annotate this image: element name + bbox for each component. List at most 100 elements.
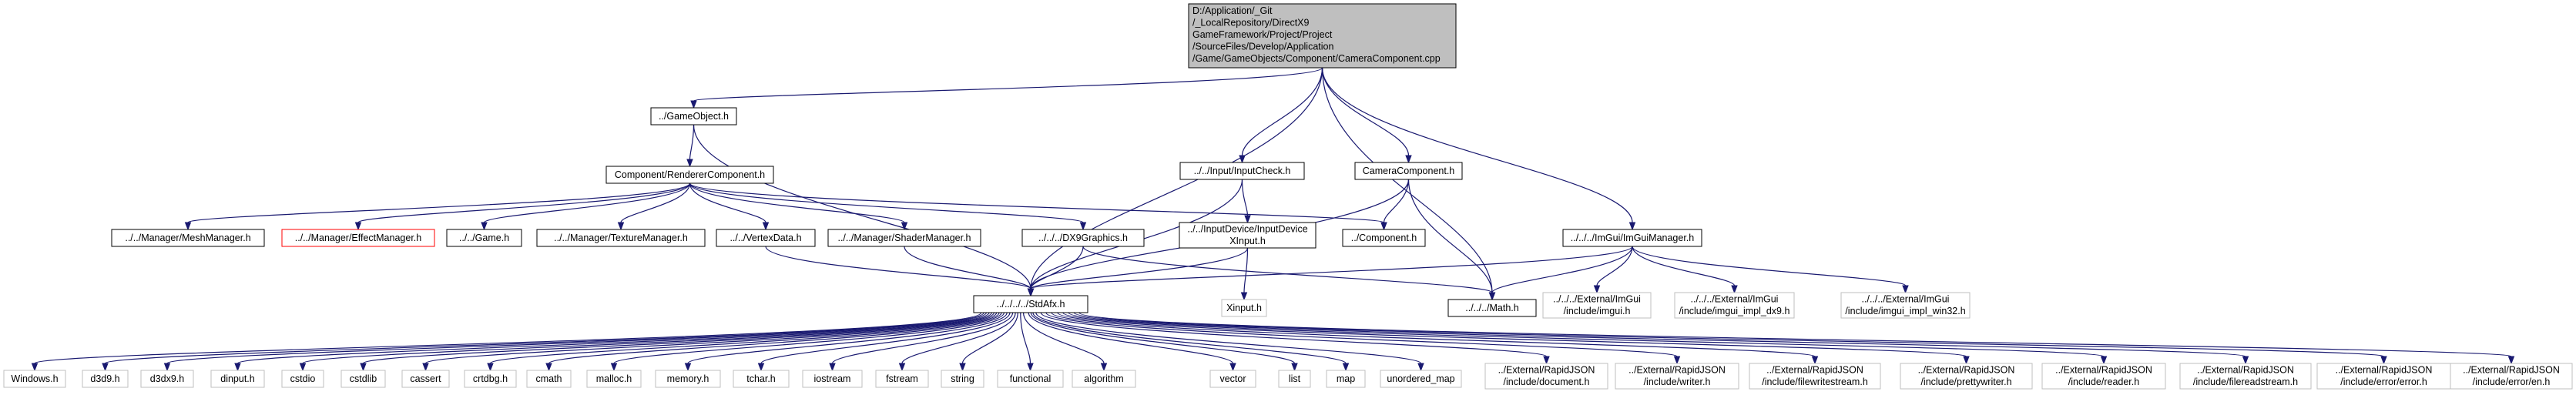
dependency-edge — [1321, 67, 1412, 164]
node-rj-reader[interactable]: ../External/RapidJSON/include/reader.h — [2041, 363, 2166, 390]
dependency-edge — [234, 312, 990, 372]
dependency-edge — [1380, 179, 1410, 231]
node-tchar-h[interactable]: tchar.h — [733, 370, 790, 388]
node-vertexdata[interactable]: ../../VertexData.h — [716, 229, 816, 247]
node-label: crtdbg.h — [473, 373, 508, 384]
node-rj-en[interactable]: ../External/RapidJSON/include/error/en.h — [2450, 363, 2573, 390]
node-rj-writer[interactable]: ../External/RapidJSON/include/writer.h — [1615, 363, 1739, 390]
dependency-edge — [1078, 312, 2515, 365]
dependency-edge — [959, 312, 1018, 372]
node-gameobject[interactable]: ../GameObject.h — [650, 107, 737, 126]
node-label: ../../../External/ImGui — [1553, 294, 1641, 305]
dependency-edge — [1632, 246, 1909, 294]
node-imgui-dx9[interactable]: ../../../External/ImGui/include/imgui_im… — [1674, 292, 1795, 319]
node-label: ../External/RapidJSON — [2055, 365, 2152, 376]
node-label: functional — [1010, 373, 1052, 384]
edge-layer — [31, 67, 2515, 372]
node-list[interactable]: list — [1278, 370, 1311, 388]
node-texturemanager[interactable]: ../../Manager/TextureManager.h — [536, 229, 706, 247]
node-root[interactable]: D:/Application/_Git/_LocalRepository/Dir… — [1188, 3, 1457, 69]
node-label: ../External/RapidJSON — [1918, 365, 2015, 376]
node-iostream[interactable]: iostream — [802, 370, 863, 388]
node-rj-pretty[interactable]: ../External/RapidJSON/include/prettywrit… — [1900, 363, 2033, 390]
dependency-edge — [1073, 312, 2387, 365]
node-label: /Game/GameObjects/Component/CameraCompon… — [1192, 53, 1441, 64]
dependency-edge — [1241, 179, 1251, 224]
node-label: unordered_map — [1387, 373, 1454, 384]
node-cameracomp-h[interactable]: CameraComponent.h — [1354, 162, 1463, 180]
dependency-edge — [684, 312, 1008, 372]
node-label: ../External/RapidJSON — [2197, 365, 2294, 376]
dependency-edge — [1593, 246, 1633, 294]
dependency-edge — [1062, 312, 2108, 365]
node-component-h[interactable]: ../Component.h — [1342, 229, 1426, 247]
dependency-edge — [1240, 247, 1249, 301]
node-cassert[interactable]: cassert — [401, 370, 450, 388]
node-rj-filewrite[interactable]: ../External/RapidJSON/include/filewrites… — [1749, 363, 1881, 390]
node-d3d9-h[interactable]: d3d9.h — [82, 370, 129, 388]
node-rj-error[interactable]: ../External/RapidJSON/include/error/erro… — [2316, 363, 2451, 390]
node-renderercomp[interactable]: Component/RendererComponent.h — [605, 166, 774, 184]
node-label: d3d9.h — [90, 373, 119, 384]
dependency-edge — [422, 312, 998, 372]
node-inputcheck[interactable]: ../../Input/InputCheck.h — [1179, 162, 1305, 180]
node-rj-document[interactable]: ../External/RapidJSON/include/document.h — [1484, 363, 1608, 390]
node-label: ../GameObject.h — [659, 111, 729, 122]
node-string[interactable]: string — [941, 370, 984, 388]
dependency-edge — [689, 182, 908, 231]
node-imguimanager[interactable]: ../../../ImGui/ImGuiManager.h — [1562, 229, 1702, 247]
node-label: /include/filewritestream.h — [1762, 377, 1868, 387]
node-xinput[interactable]: Xinput.h — [1221, 299, 1267, 317]
node-unordered-map[interactable]: unordered_map — [1380, 370, 1462, 388]
node-label: cassert — [410, 373, 441, 384]
node-label: ../External/RapidJSON — [2336, 365, 2433, 376]
node-rj-fileread[interactable]: ../External/RapidJSON/include/filereadst… — [2179, 363, 2312, 390]
node-windows-h[interactable]: Windows.h — [3, 370, 66, 388]
node-vector[interactable]: vector — [1209, 370, 1256, 388]
node-shadermanager[interactable]: ../../Manager/ShaderManager.h — [827, 229, 981, 247]
node-memory-h[interactable]: memory.h — [655, 370, 721, 388]
node-label: /include/prettywriter.h — [1920, 377, 2011, 387]
node-label: CameraComponent.h — [1363, 166, 1455, 176]
node-label: ../Component.h — [1351, 233, 1417, 243]
node-d3dx9-h[interactable]: d3dx9.h — [140, 370, 194, 388]
node-dinput-h[interactable]: dinput.h — [210, 370, 265, 388]
node-fstream[interactable]: fstream — [875, 370, 929, 388]
node-label: /include/error/en.h — [2473, 377, 2551, 387]
node-imgui-h[interactable]: ../../../External/ImGui/include/imgui.h — [1542, 292, 1652, 319]
node-label: list — [1289, 373, 1301, 384]
node-dx9graphics[interactable]: ../../../DX9Graphics.h — [1021, 229, 1145, 247]
node-label: tchar.h — [746, 373, 776, 384]
node-layer: D:/Application/_Git/_LocalRepository/Dir… — [3, 3, 2573, 390]
node-math-h[interactable]: ../../../Math.h — [1447, 299, 1537, 317]
dependency-edge — [1051, 312, 1819, 365]
node-label: ../../../External/ImGui — [1691, 294, 1779, 305]
node-label: XInput.h — [1229, 236, 1266, 246]
node-label: ../../../External/ImGui — [1862, 294, 1950, 305]
dependency-edge — [481, 182, 691, 231]
node-cmath[interactable]: cmath — [526, 370, 572, 388]
dependency-edge — [617, 182, 691, 231]
dependency-edge — [689, 182, 770, 231]
node-label: /include/document.h — [1504, 377, 1590, 387]
node-stdafx[interactable]: ../../../../StdAfx.h — [973, 295, 1088, 313]
node-malloc-h[interactable]: malloc.h — [586, 370, 642, 388]
node-imgui-win32[interactable]: ../../../External/ImGui/include/imgui_im… — [1840, 292, 1971, 319]
node-crtdbg-h[interactable]: crtdbg.h — [464, 370, 517, 388]
node-label: string — [951, 373, 974, 384]
node-functional[interactable]: functional — [997, 370, 1064, 388]
node-label: D:/Application/_Git — [1192, 5, 1273, 16]
node-label: /include/reader.h — [2068, 377, 2139, 387]
node-effectmanager[interactable]: ../../Manager/EffectManager.h — [281, 229, 435, 247]
node-map[interactable]: map — [1326, 370, 1366, 388]
node-cstdlib[interactable]: cstdlib — [340, 370, 386, 388]
dependency-edge — [904, 246, 1035, 297]
node-label: ../../Game.h — [459, 233, 509, 243]
dependency-edge — [1488, 246, 1633, 301]
node-game-h[interactable]: ../../Game.h — [446, 229, 522, 247]
node-cstdio[interactable]: cstdio — [281, 370, 324, 388]
node-meshmanager[interactable]: ../../Manager/MeshManager.h — [111, 229, 265, 247]
node-algorithm[interactable]: algorithm — [1072, 370, 1136, 388]
node-label: memory.h — [667, 373, 709, 384]
